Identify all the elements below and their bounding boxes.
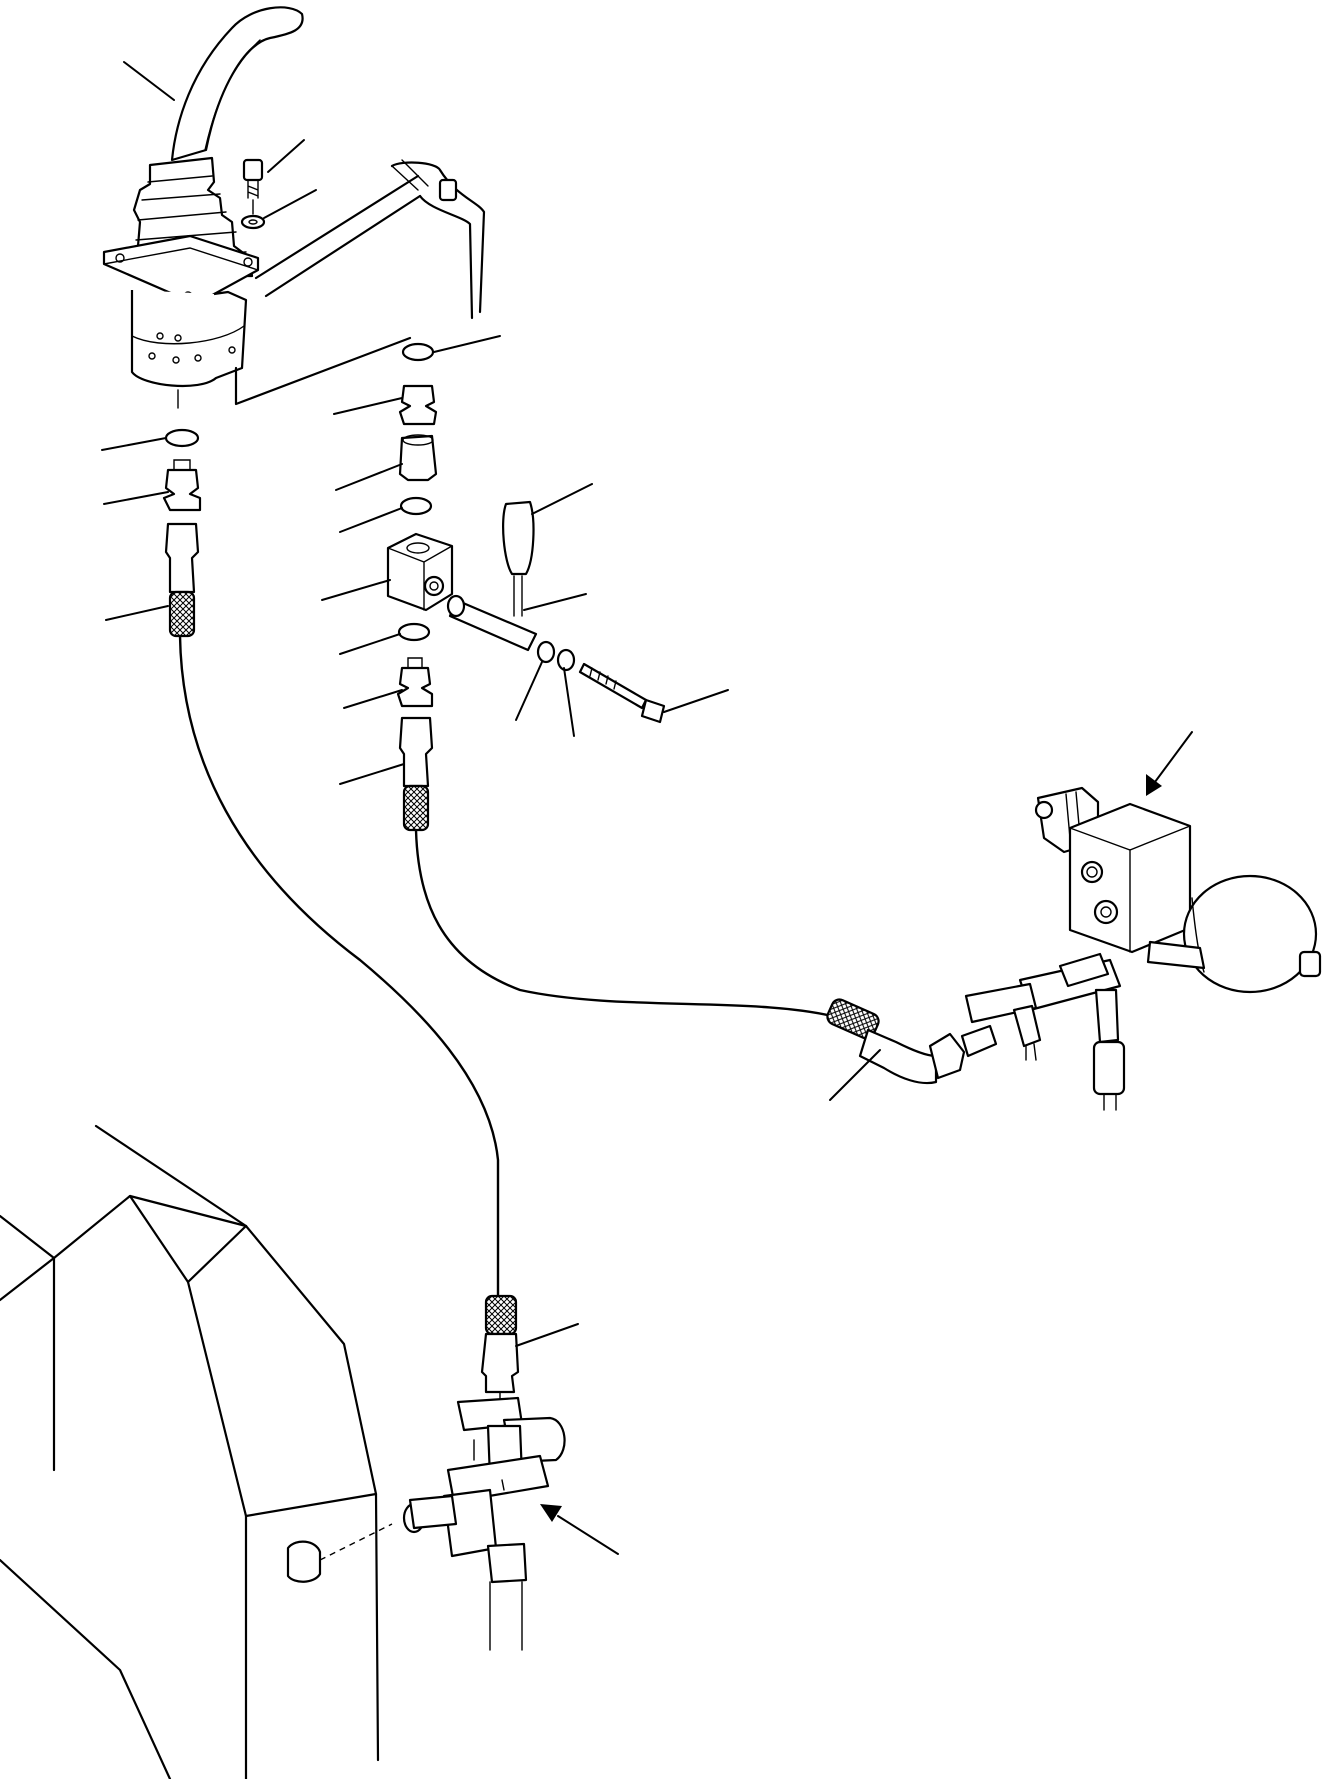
adapter-1 [398,384,438,426]
o-ring-3 [397,622,431,642]
leader-coupling [335,463,403,491]
leader-elbow-hose-end [829,1049,881,1101]
leader-o-ring-left [101,437,167,451]
leader-hose-end-bottom [515,1323,579,1347]
mount-bracket [234,159,486,406]
o-ring-left [164,428,200,448]
leader-handle-shaft [523,593,587,611]
hose-end-left [164,522,200,594]
leader-hose-end-left [105,605,169,621]
adapter-2 [396,666,434,708]
cap-screw [242,158,264,182]
handle-grip [502,500,535,576]
washer [240,214,266,230]
valve-housing [0,1124,426,1779]
joystick-body [130,290,248,388]
leader-bolt [663,689,729,713]
hose-end-valve [398,716,434,788]
leader-cap-screw [267,139,305,173]
left-fitting-stack [162,428,202,638]
leader-adapter-1 [333,397,403,415]
accumulator-assembly [964,786,1322,1111]
bolt [578,662,648,710]
leader-o-ring-2 [339,507,403,533]
adapter-left [162,468,202,512]
handle-shaft [513,575,523,617]
hose-end-bottom [480,1332,520,1394]
hose-main [178,635,500,1300]
o-ring-2 [399,496,433,516]
accumulator-sphere [1182,874,1318,994]
arrow-accumulator [1146,731,1193,796]
joystick-lever [170,6,304,162]
leader-adapter-2 [343,689,403,709]
tee-fitting-assembly [408,1294,566,1651]
washer-a [536,640,556,664]
hose-secondary [414,829,841,1020]
callout-leaders [101,61,881,1347]
valve-block [386,532,454,612]
leader-o-ring-top [433,335,501,353]
leader-washer-b [563,667,575,737]
leader-handle-grip [531,483,593,515]
leader-o-ring-3 [339,633,401,655]
valve-stack [386,342,454,832]
o-ring-top [401,342,435,362]
washer-b [556,648,576,672]
arrow-tee-fitting [540,1504,619,1555]
cap-screw-group [240,158,266,230]
leader-joystick-lever [123,61,175,101]
handle-assembly [446,500,666,724]
elbow-hose-end [826,998,998,1085]
joystick-assembly [102,6,304,409]
leader-washer-a [515,661,543,721]
leader-adapter-left [103,491,169,505]
leader-hose-end-valve [339,763,405,785]
coupling [398,434,438,482]
port-fitting [286,1540,322,1583]
leader-valve-block [321,579,391,601]
leader-washer [263,189,317,219]
